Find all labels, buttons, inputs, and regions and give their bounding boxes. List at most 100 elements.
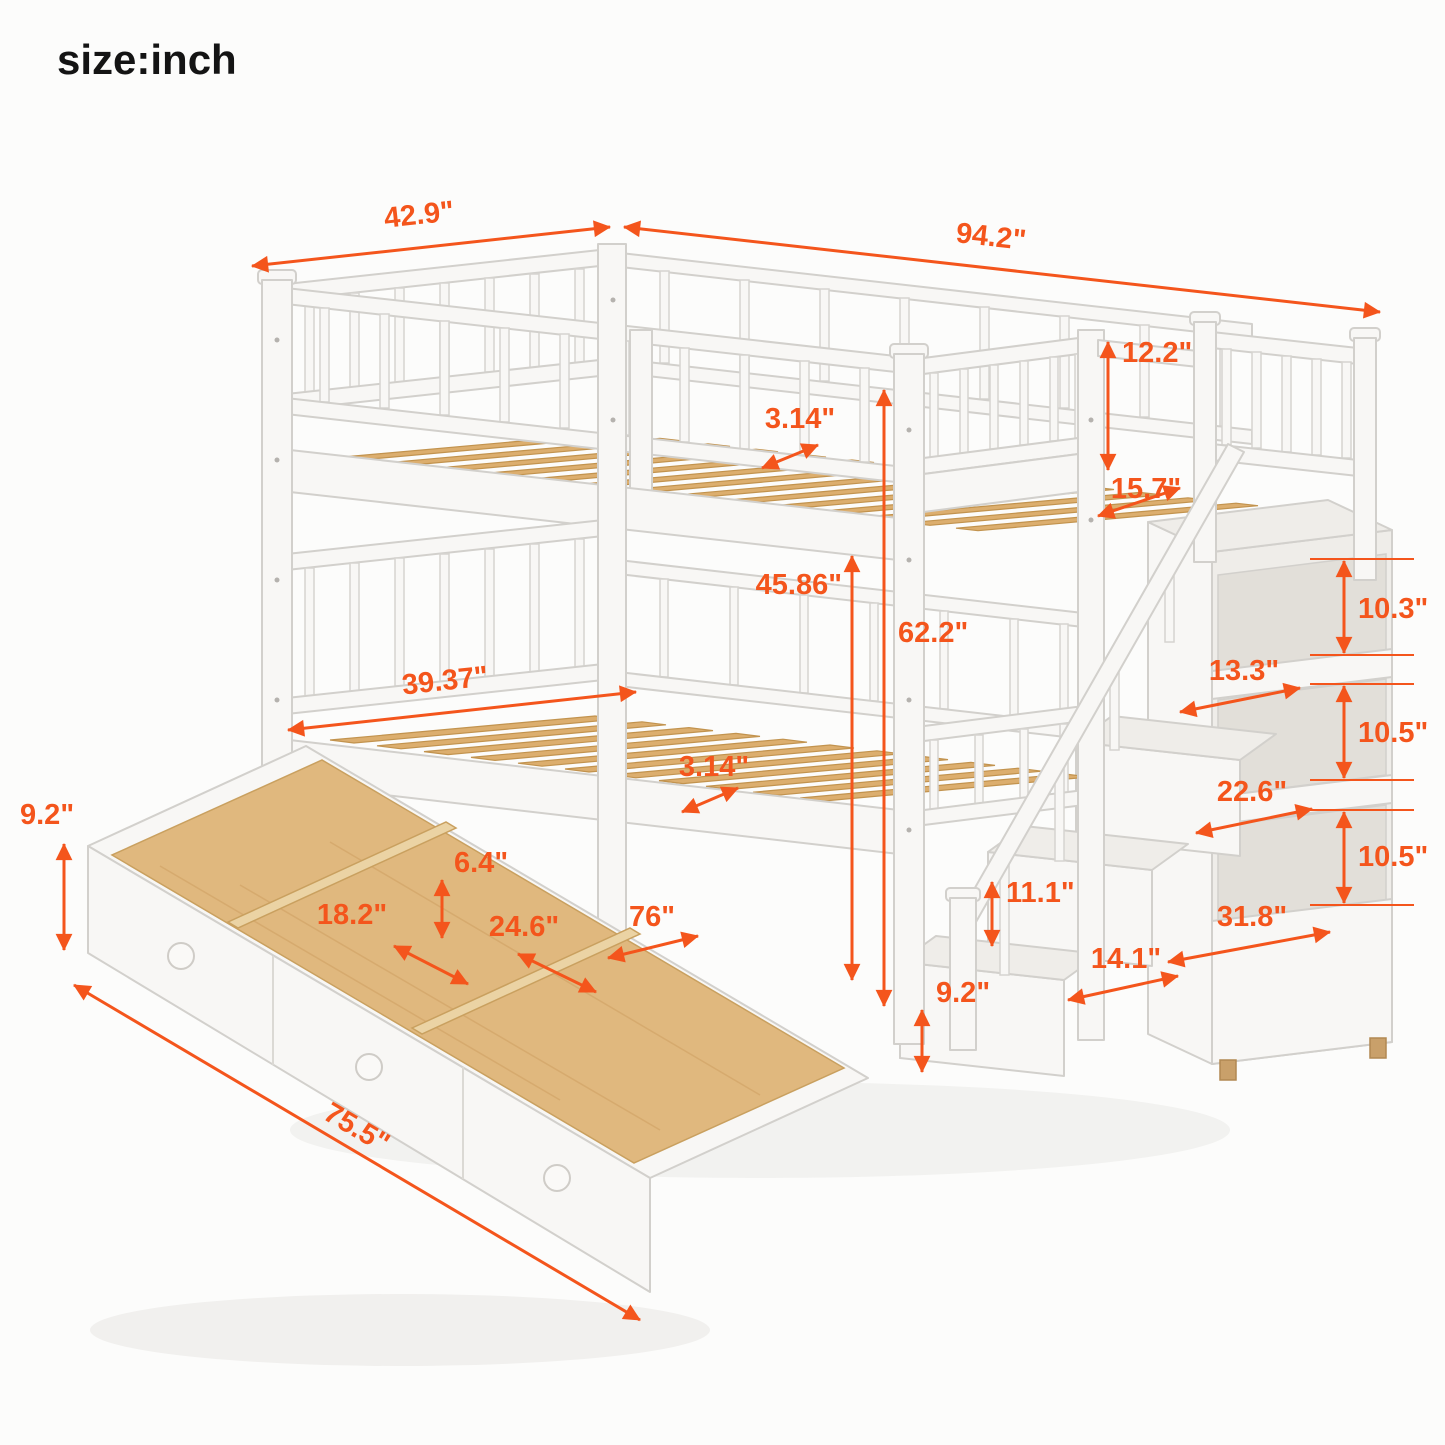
dim-label: 3.14" bbox=[679, 751, 749, 783]
spindle bbox=[304, 297, 315, 393]
screw bbox=[906, 697, 912, 703]
dim-arrow bbox=[73, 983, 641, 1322]
spindle bbox=[1281, 355, 1292, 453]
screw bbox=[274, 337, 280, 343]
dim-arrow bbox=[1194, 804, 1314, 838]
stair-top-railing bbox=[1097, 311, 1381, 581]
dim-label: 94.2" bbox=[954, 217, 1027, 257]
dim-label: 62.2" bbox=[898, 617, 968, 649]
drawer-knob bbox=[543, 1164, 571, 1192]
spindle bbox=[739, 354, 750, 450]
dim-arrow bbox=[681, 786, 739, 814]
screw bbox=[610, 417, 616, 423]
spindle bbox=[1251, 351, 1262, 449]
dim-drawer-height: 9.2" bbox=[20, 799, 74, 952]
spindle bbox=[859, 367, 870, 463]
dim-label: 31.8" bbox=[1217, 901, 1287, 933]
dim-label: 18.2" bbox=[317, 899, 387, 931]
spindle bbox=[819, 288, 830, 382]
screw bbox=[906, 827, 912, 833]
spindle bbox=[574, 268, 585, 364]
dim-label: 10.3" bbox=[1358, 593, 1428, 625]
dim-label: 13.3" bbox=[1209, 655, 1279, 687]
dim-arrow bbox=[393, 944, 469, 986]
dim-arrow bbox=[250, 220, 612, 273]
spindle bbox=[529, 543, 540, 673]
stair-post-right bbox=[1353, 337, 1377, 581]
unit-label: size:inch bbox=[57, 36, 237, 83]
spindle bbox=[659, 578, 669, 678]
spindle bbox=[659, 270, 670, 364]
spindle bbox=[484, 548, 495, 678]
spindle bbox=[394, 557, 405, 687]
dim-bottom-step-height: 9.2" bbox=[913, 977, 990, 1074]
dim-step-riser-height: 11.1" bbox=[983, 877, 1075, 948]
dim-label: 10.5" bbox=[1358, 841, 1428, 873]
dim-under-upper-clearance: 45.86" bbox=[756, 554, 861, 982]
drawer-knob bbox=[167, 942, 195, 970]
dim-label: 11.1" bbox=[1006, 877, 1075, 909]
dim-label: 3.14" bbox=[765, 403, 835, 435]
dim-drawer-divider-height: 6.4" bbox=[433, 847, 508, 940]
dim-shelf-top-height: 10.3" bbox=[1310, 558, 1428, 656]
dimension-annotations: 42.9" 94.2" 12.2" 3.14" 15.7" 45.86" 62.… bbox=[20, 195, 1428, 1322]
spindle bbox=[1049, 356, 1059, 442]
screw bbox=[274, 697, 280, 703]
spindle bbox=[799, 594, 809, 694]
screw bbox=[274, 577, 280, 583]
dim-arrow bbox=[286, 685, 638, 737]
dim-guardrail-height: 12.2" bbox=[1099, 337, 1192, 472]
spindle bbox=[1019, 728, 1029, 799]
screw bbox=[274, 457, 280, 463]
dim-shelf-bottom-depth: 31.8" bbox=[1166, 901, 1332, 968]
dim-footboard-depth: 15.7" bbox=[1097, 473, 1181, 519]
spindle bbox=[1019, 360, 1029, 446]
spindle bbox=[319, 307, 330, 403]
dim-arrow bbox=[606, 931, 700, 963]
dim-arrow bbox=[1066, 971, 1180, 1005]
dim-drawer-compartment1-width: 18.2" bbox=[317, 899, 469, 986]
spindle bbox=[1221, 348, 1232, 446]
dim-label: 15.7" bbox=[1111, 473, 1181, 505]
upper-foot-board bbox=[907, 335, 1095, 515]
spindle bbox=[679, 347, 690, 443]
newel-post bbox=[949, 897, 977, 1051]
screw bbox=[906, 427, 912, 433]
dim-label: 12.2" bbox=[1122, 337, 1192, 369]
drawer-divider-1 bbox=[226, 821, 458, 929]
dim-step-tread-depth: 14.1" bbox=[1066, 943, 1180, 1005]
spindle bbox=[304, 567, 315, 697]
screw bbox=[610, 297, 616, 303]
dim-lower-bed-length: 76" bbox=[606, 901, 700, 963]
dim-label: 6.4" bbox=[454, 847, 508, 879]
dim-label: 9.2" bbox=[936, 977, 990, 1009]
dim-arrow bbox=[1166, 926, 1332, 968]
dim-arrow bbox=[622, 220, 1382, 319]
dim-arrow bbox=[1178, 682, 1302, 718]
dim-arrow bbox=[1097, 485, 1181, 519]
dim-label: 14.1" bbox=[1091, 943, 1161, 975]
dim-label: 9.2" bbox=[20, 799, 74, 831]
spindle bbox=[574, 538, 585, 668]
spindle bbox=[499, 327, 510, 423]
screws bbox=[274, 297, 1094, 833]
screw bbox=[1088, 417, 1094, 423]
spindle bbox=[349, 562, 360, 692]
drawer-knob bbox=[355, 1053, 383, 1081]
tower-foot bbox=[1369, 1037, 1387, 1059]
spindle bbox=[869, 602, 879, 702]
dim-shelf-bottom-height: 10.5" bbox=[1310, 809, 1428, 906]
dim-label: 76" bbox=[629, 901, 675, 933]
stair-handrail bbox=[945, 443, 1245, 1051]
dim-label: 22.6" bbox=[1217, 776, 1287, 808]
screw bbox=[906, 557, 912, 563]
dim-upper-slat-gap: 3.14" bbox=[761, 403, 835, 470]
dim-total-length: 94.2" bbox=[622, 217, 1382, 319]
spindle bbox=[729, 586, 739, 686]
tower-foot bbox=[1219, 1059, 1237, 1081]
spindle bbox=[1009, 618, 1019, 718]
head-back-post bbox=[597, 243, 627, 945]
spindle bbox=[989, 364, 999, 450]
spindle bbox=[1341, 361, 1352, 459]
